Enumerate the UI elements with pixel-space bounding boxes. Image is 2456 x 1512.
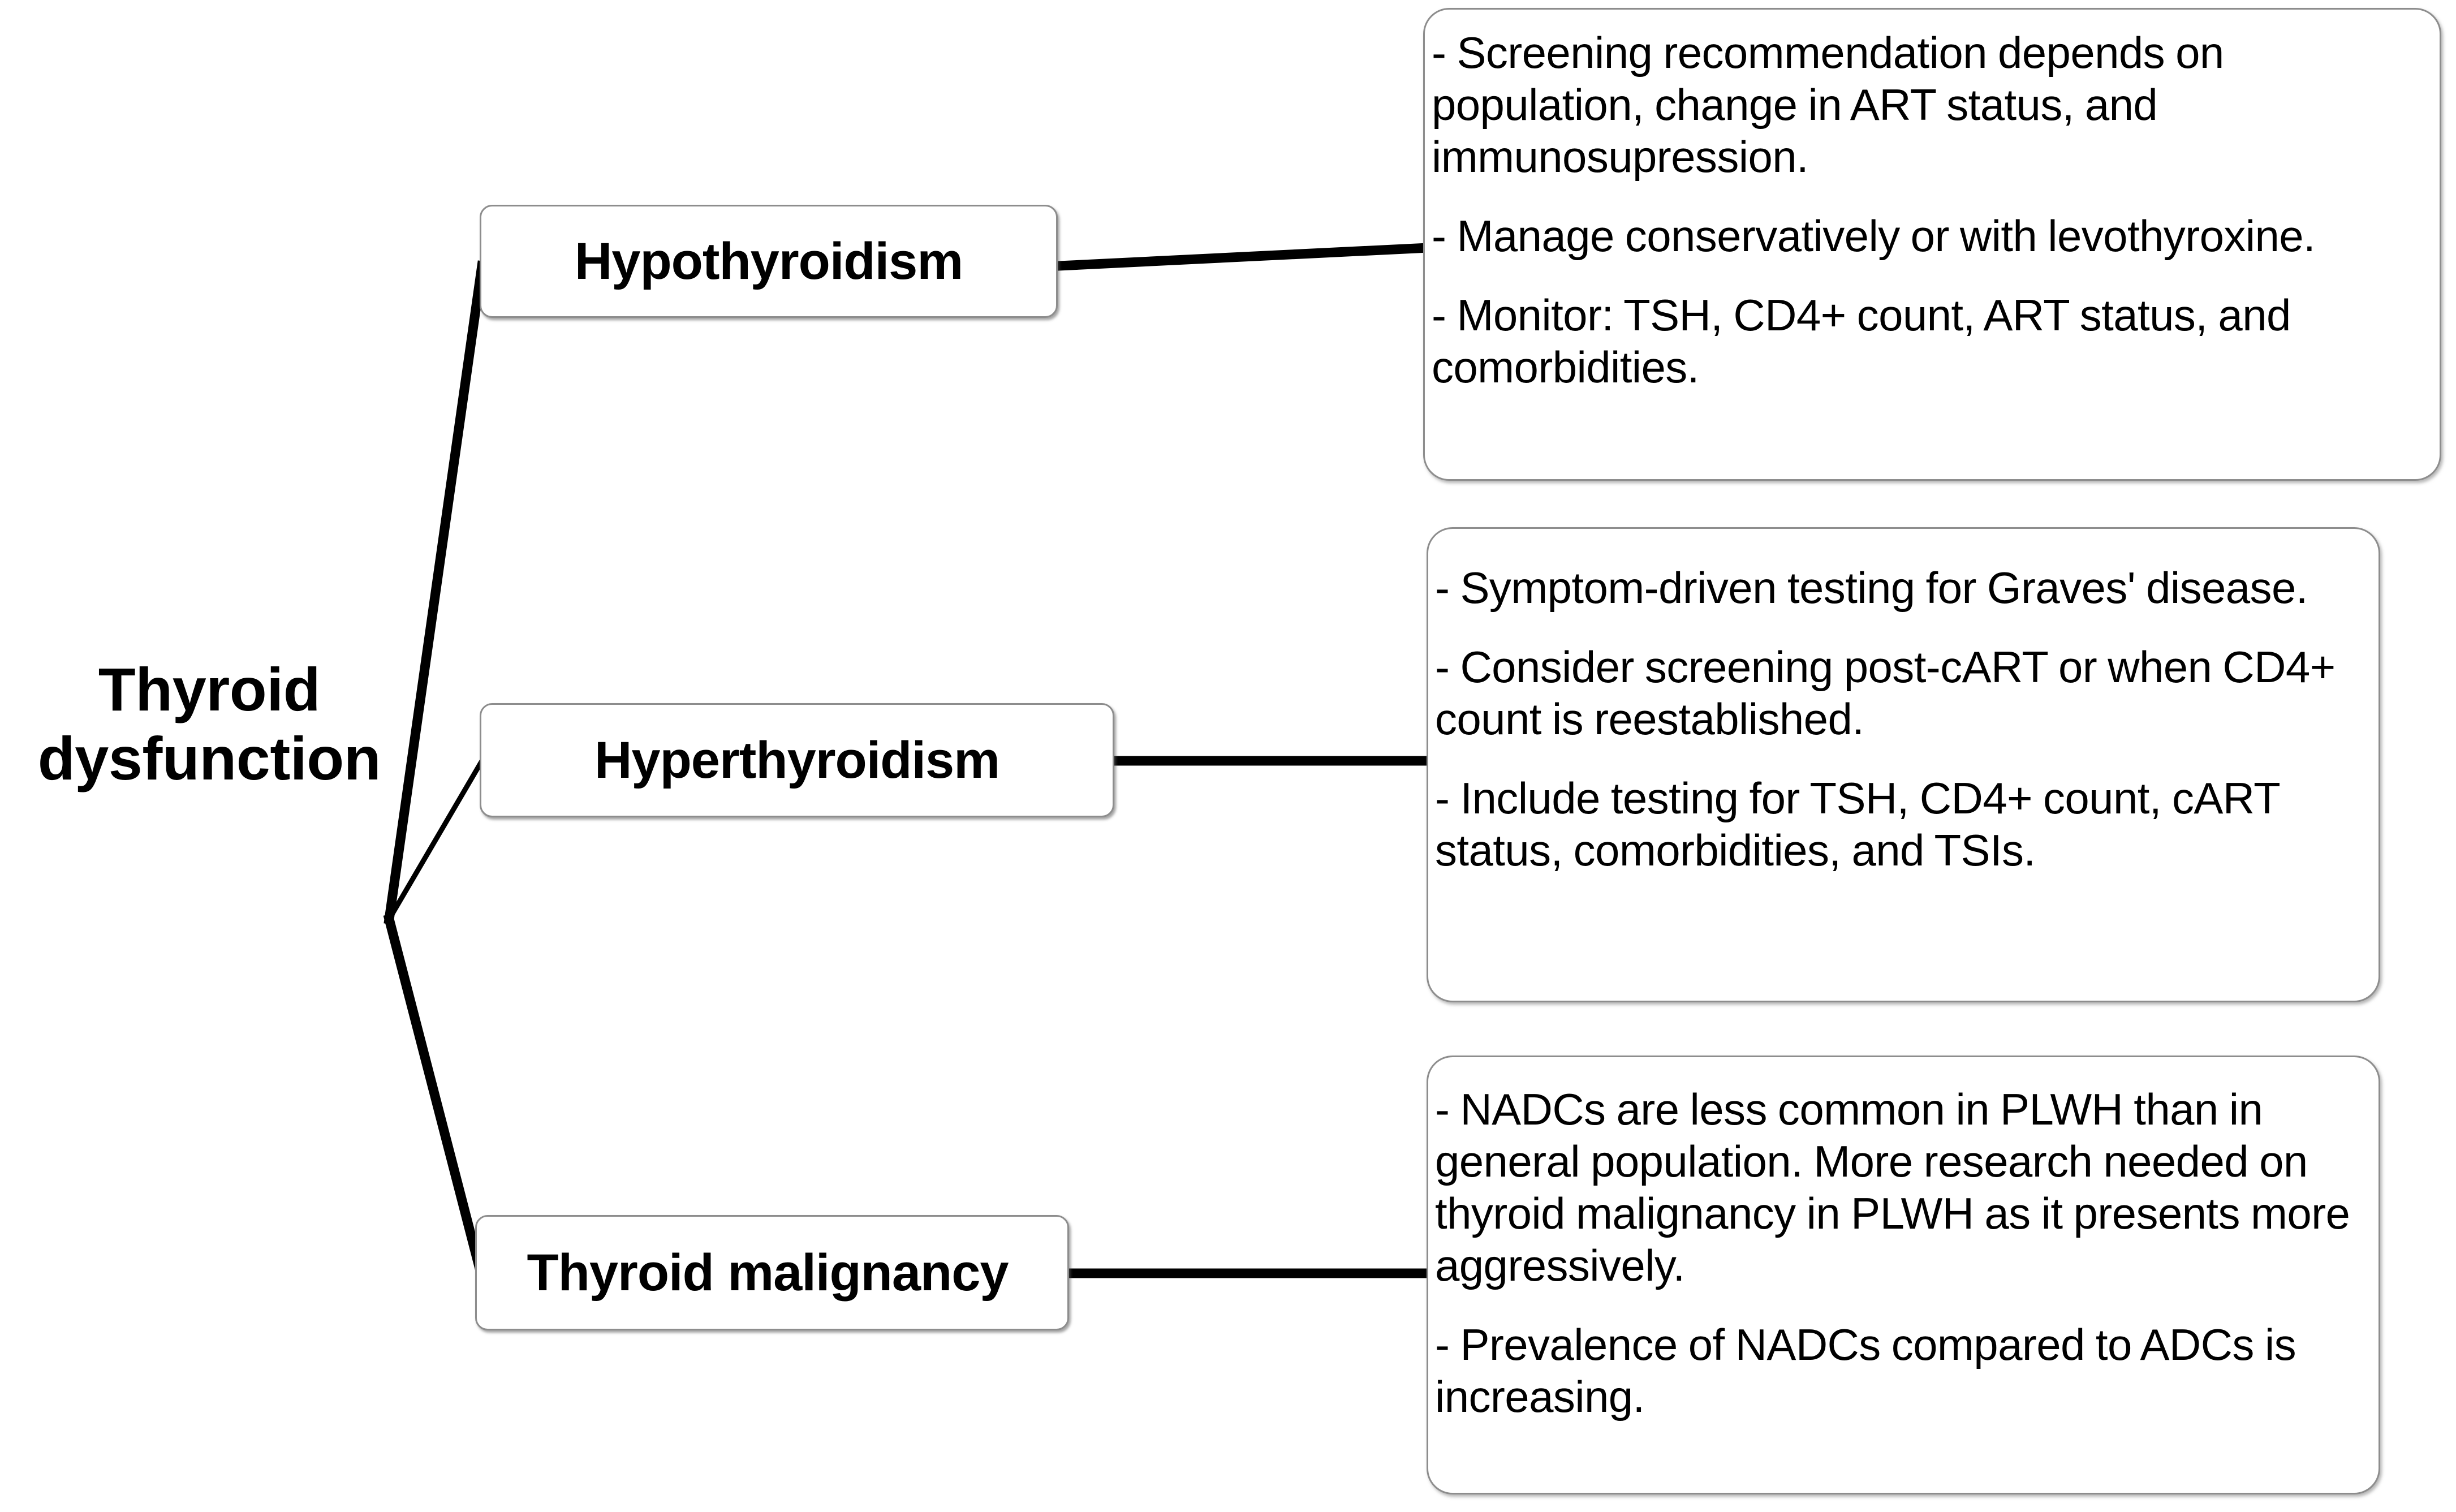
root-label-line-1: Thyroid: [98, 655, 321, 723]
connector-root-to-hyperthyroidism: [385, 757, 486, 923]
root-node-label: Thyroid dysfunction: [34, 655, 385, 793]
detail-paragraph: - Prevalence of NADCs compared to ADCs i…: [1435, 1320, 2296, 1421]
detail-box-hyperthyroidism: - Symptom-driven testing for Graves' dis…: [1427, 527, 2380, 1002]
detail-paragraph: - Symptom-driven testing for Graves' dis…: [1435, 563, 2308, 613]
detail-paragraph: - Include testing for TSH, CD4+ count, c…: [1435, 773, 2280, 875]
detail-paragraph: - NADCs are less common in PLWH than in …: [1435, 1084, 2350, 1290]
detail-box-thyroid-malignancy: - NADCs are less common in PLWH than in …: [1427, 1056, 2380, 1494]
connector-root-to-thyroid-malignancy: [383, 913, 488, 1283]
detail-paragraph: - Manage conservatively or with levothyr…: [1432, 211, 2316, 261]
node-hypothyroidism[interactable]: Hypothyroidism: [480, 205, 1058, 318]
node-thyroid-malignancy[interactable]: Thyroid malignancy: [475, 1215, 1069, 1330]
node-hyperthyroidism[interactable]: Hyperthyroidism: [480, 703, 1114, 817]
connector-root-to-hypothyroidism: [384, 260, 488, 925]
detail-box-hypothyroidism: - Screening recommendation depends on po…: [1423, 8, 2441, 481]
node-thyroid-malignancy-label: Thyroid malignancy: [527, 1244, 1009, 1302]
detail-paragraph: - Screening recommendation depends on po…: [1432, 28, 2224, 182]
node-hyperthyroidism-label: Hyperthyroidism: [594, 731, 1000, 789]
detail-paragraph: - Consider screening post-cART or when C…: [1435, 642, 2336, 744]
node-hypothyroidism-label: Hypothyroidism: [574, 232, 963, 290]
root-label-line-2: dysfunction: [37, 724, 381, 792]
connector-hypothyroidism-to-detail: [1054, 243, 1433, 271]
detail-paragraph: - Monitor: TSH, CD4+ count, ART status, …: [1432, 290, 2291, 392]
